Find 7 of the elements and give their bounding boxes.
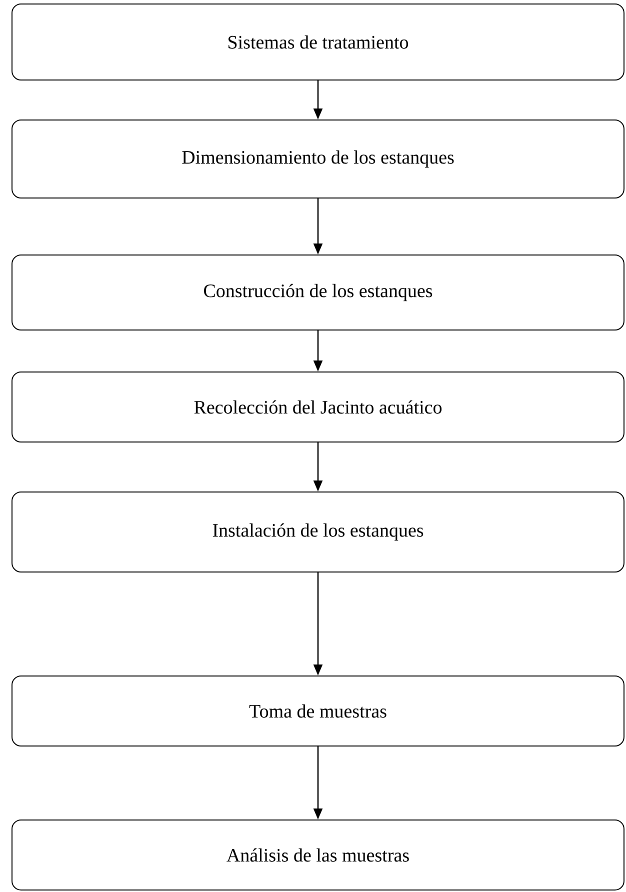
process-box: Sistemas de tratamiento xyxy=(12,4,624,81)
process-box: Instalación de los estanques xyxy=(12,492,624,572)
process-box: Dimensionamiento de los estanques xyxy=(12,120,624,198)
process-box: Recolección del Jacinto acuático xyxy=(12,372,624,442)
process-box: Construcción de los estanques xyxy=(12,254,624,330)
process-box: Análisis de las muestras xyxy=(12,820,624,890)
process-box: Toma de muestras xyxy=(12,676,624,746)
